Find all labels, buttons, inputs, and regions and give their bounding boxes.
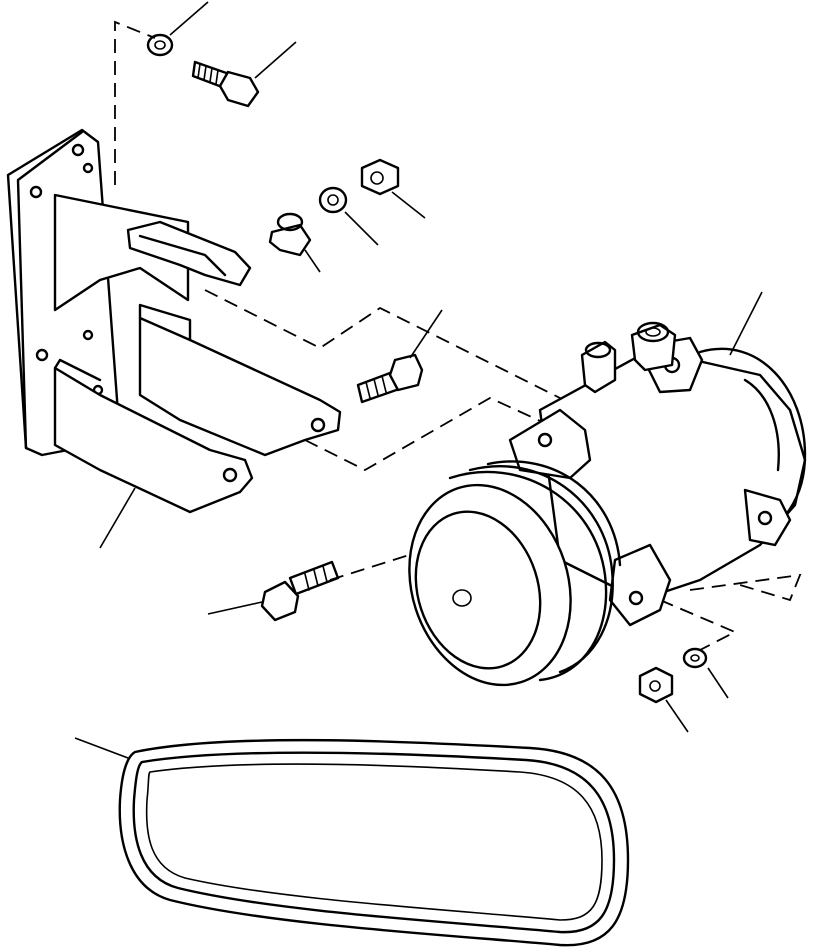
lock-washer-top-icon bbox=[146, 1, 209, 57]
washer-icon bbox=[318, 186, 379, 246]
bolt-center-icon bbox=[356, 309, 443, 404]
drive-belt-icon bbox=[74, 737, 630, 947]
mounting-bracket-icon bbox=[6, 128, 342, 549]
lock-washer-bottom-icon bbox=[682, 647, 729, 699]
bolt-lower-icon bbox=[207, 560, 340, 622]
compressor-icon bbox=[408, 291, 807, 687]
nut-bottom-icon bbox=[638, 666, 689, 733]
nut-top-icon bbox=[360, 158, 426, 219]
bushing-icon bbox=[268, 212, 321, 273]
bolt-top-icon bbox=[191, 41, 297, 108]
